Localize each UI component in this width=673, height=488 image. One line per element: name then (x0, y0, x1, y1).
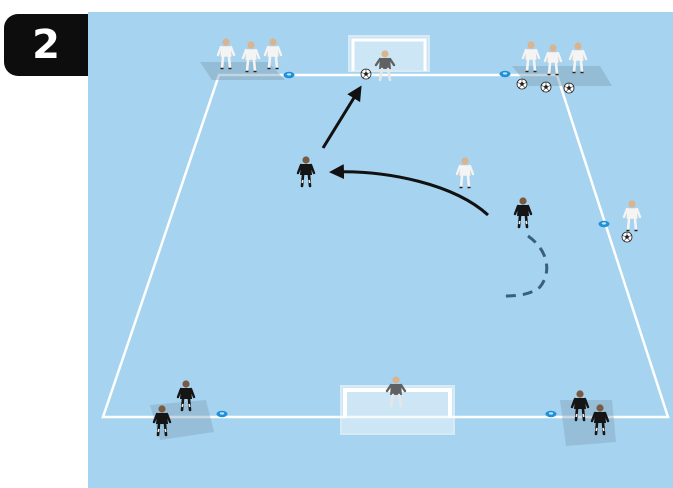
cone-icon (598, 220, 610, 228)
step-number: 2 (32, 22, 60, 68)
cone-icon (216, 410, 228, 418)
ball-icon (360, 68, 372, 80)
top-right-group-shadow (512, 66, 612, 86)
step-number-badge (4, 14, 88, 76)
cone-icon (499, 70, 511, 78)
bottom-goal (340, 385, 455, 435)
cone-icon (283, 71, 295, 79)
bottom-right-group-shadow (560, 400, 616, 446)
playing-area-boundary (101, 73, 670, 419)
cone-icon (545, 410, 557, 418)
ball-icon (516, 78, 528, 90)
pass-arrow (329, 164, 490, 217)
run-path-dashed (504, 234, 549, 298)
ball-icon (540, 81, 552, 93)
shot-arrow (321, 85, 362, 149)
ball-icon (563, 82, 575, 94)
ball-icon (621, 231, 633, 243)
